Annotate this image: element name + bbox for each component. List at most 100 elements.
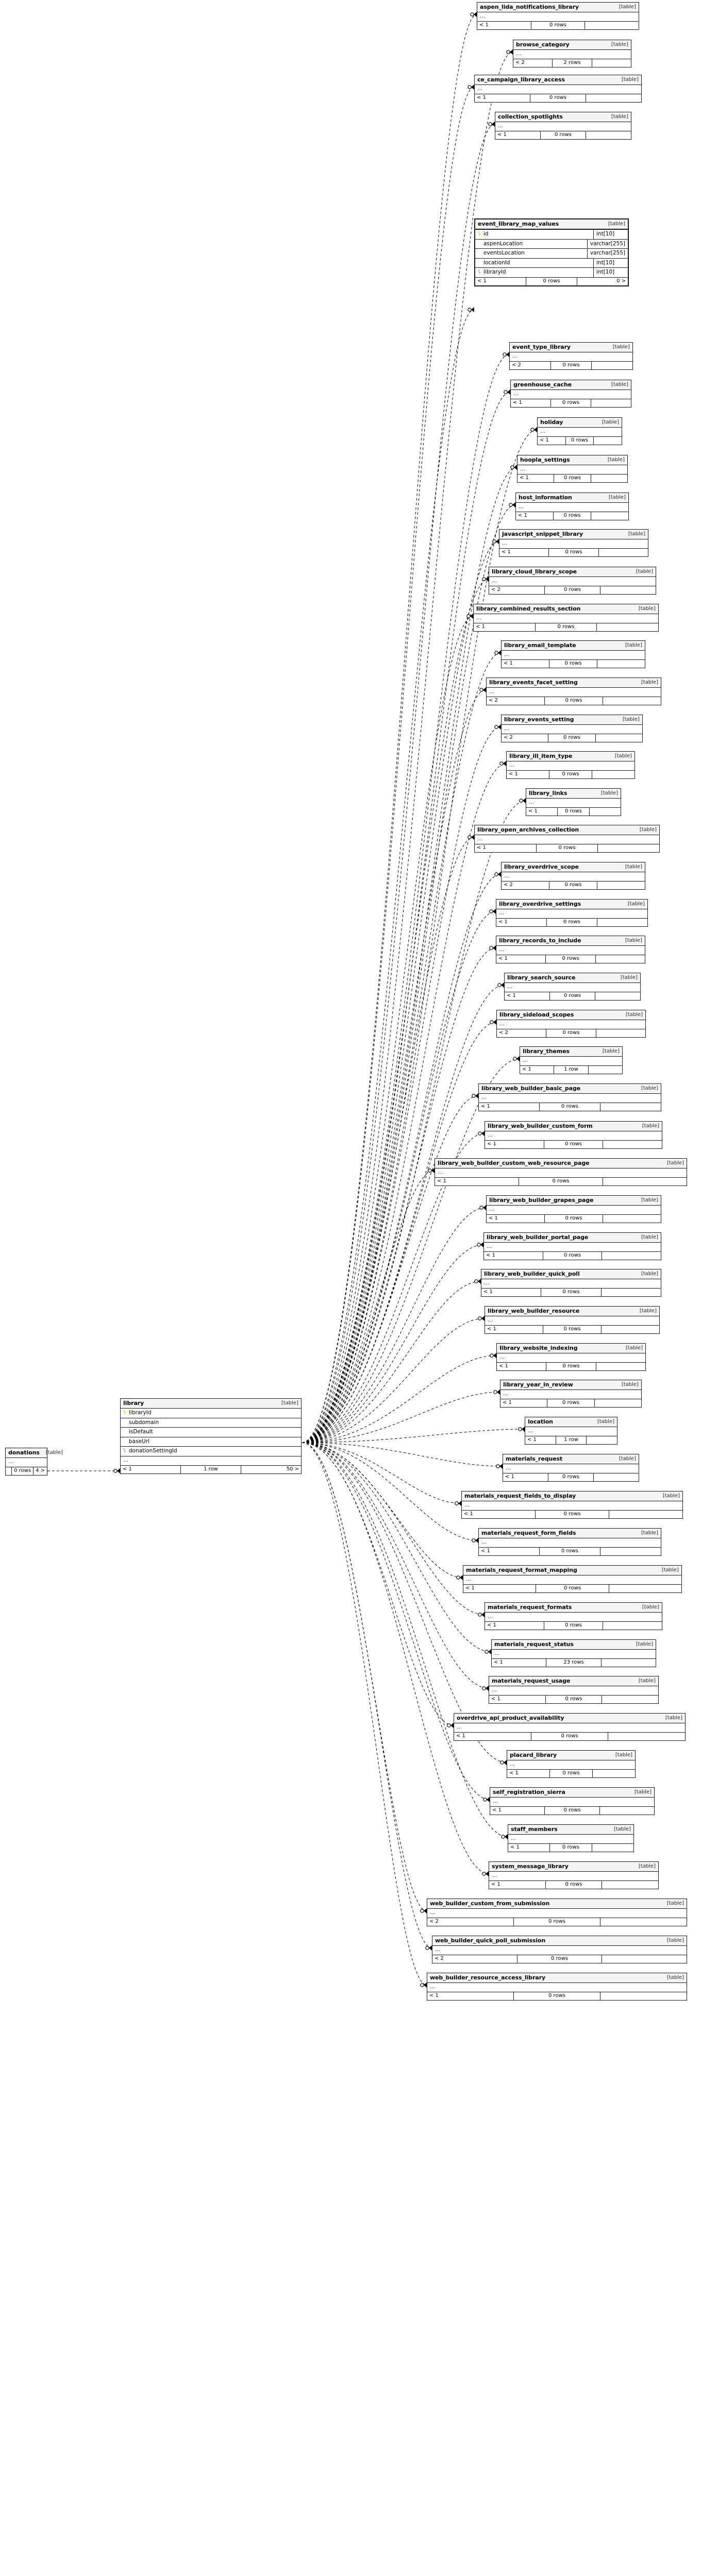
table-header: library [table] xyxy=(121,1399,301,1409)
column-row: isDefault xyxy=(121,1428,301,1437)
relationship-edge xyxy=(302,1442,454,1726)
footer-child-count xyxy=(595,1399,641,1407)
table-library-open-archives-collection[interactable]: library_open_archives_collection[table]…… xyxy=(474,825,660,853)
table-title: system_message_library xyxy=(492,1863,569,1870)
table-library-web-builder-custom-web-resource-page[interactable]: library_web_builder_custom_web_resource_… xyxy=(435,1158,687,1186)
table-web-builder-quick-poll-submission[interactable]: web_builder_quick_poll_submission[table]… xyxy=(432,1936,687,1963)
more-columns-ellipsis: … xyxy=(489,1872,658,1881)
footer-parent-count: < 1 xyxy=(498,919,508,925)
table-header: materials_request[table] xyxy=(503,1454,639,1464)
cardinality-zero-marker xyxy=(513,1057,517,1061)
column-name: libraryId xyxy=(483,269,506,275)
footer-parent-count: < 1 xyxy=(540,437,549,443)
table-kind-label: [table] xyxy=(281,1400,298,1406)
footer-parent-count: < 1 xyxy=(513,400,522,405)
table-overdrive-api-product-availability[interactable]: overdrive_api_product_availability[table… xyxy=(454,1713,686,1741)
table-library-web-builder-custom-form[interactable]: library_web_builder_custom_form[table]…<… xyxy=(485,1121,662,1149)
more-columns-ellipsis: … xyxy=(499,539,648,549)
footer-child-count xyxy=(597,660,645,668)
footer-parent-count: < 1 xyxy=(481,1104,490,1109)
footer-child-count xyxy=(594,1473,639,1481)
relationship-edge xyxy=(302,1442,427,1911)
table-donations[interactable]: donations [table] … 0 rows 4 > xyxy=(5,1448,63,1476)
more-columns-ellipsis: … xyxy=(516,503,628,512)
table-web-builder-custom-from-submission[interactable]: web_builder_custom_from_submission[table… xyxy=(427,1899,687,1926)
table-materials-request-fields-to-display[interactable]: materials_request_fields_to_display[tabl… xyxy=(461,1491,683,1519)
table-library-combined-results-section[interactable]: library_combined_results_section[table]…… xyxy=(473,604,659,632)
table-web-builder-resource-access-library[interactable]: web_builder_resource_access_library[tabl… xyxy=(427,1973,687,2001)
footer-parent-count: < 1 xyxy=(499,1363,508,1369)
cardinality-zero-marker xyxy=(478,1613,482,1617)
footer-child-count xyxy=(596,955,645,963)
column-row: libraryId xyxy=(121,1409,301,1418)
footer-parent-count: < 1 xyxy=(123,1466,132,1472)
table-library-web-builder-portal-page[interactable]: library_web_builder_portal_page[table]…<… xyxy=(483,1232,661,1260)
relationship-edge xyxy=(302,1442,462,1504)
table-kind-label: [table] xyxy=(641,1197,658,1203)
footer-row-count: 0 rows xyxy=(530,94,586,102)
table-materials-request-format-mapping[interactable]: materials_request_format_mapping[table]…… xyxy=(463,1565,682,1593)
table-library-web-builder-quick-poll[interactable]: library_web_builder_quick_poll[table]…< … xyxy=(481,1269,661,1297)
table-kind-label: [table] xyxy=(666,1160,684,1166)
more-columns-ellipsis: … xyxy=(496,946,645,955)
footer-child-count xyxy=(596,1029,645,1037)
table-library-web-builder-grapes-page[interactable]: library_web_builder_grapes_page[table]…<… xyxy=(486,1195,661,1223)
table-header: library_records_to_include[table] xyxy=(496,936,645,946)
table-title: event_type_library xyxy=(512,344,571,350)
table-aspen-lida-notifications-library[interactable]: aspen_lida_notifications_library[table]…… xyxy=(477,2,639,30)
table-kind-label: [table] xyxy=(641,1530,658,1536)
table-materials-request-form-fields[interactable]: materials_request_form_fields[table]…< 1… xyxy=(478,1528,661,1556)
table-header: ce_campaign_library_access[table] xyxy=(475,75,641,85)
table-library-web-builder-basic-page[interactable]: library_web_builder_basic_page[table]…< … xyxy=(478,1083,661,1111)
table-title: library_links xyxy=(529,790,567,796)
table-kind-label: [table] xyxy=(625,937,642,943)
table-header: library_website_indexing[table] xyxy=(497,1344,645,1353)
table-kind-label: [table] xyxy=(621,1381,639,1387)
footer-parent-count: < 1 xyxy=(510,1844,520,1850)
footer-parent-count: < 1 xyxy=(507,993,516,998)
table-header: host_information[table] xyxy=(516,493,628,503)
